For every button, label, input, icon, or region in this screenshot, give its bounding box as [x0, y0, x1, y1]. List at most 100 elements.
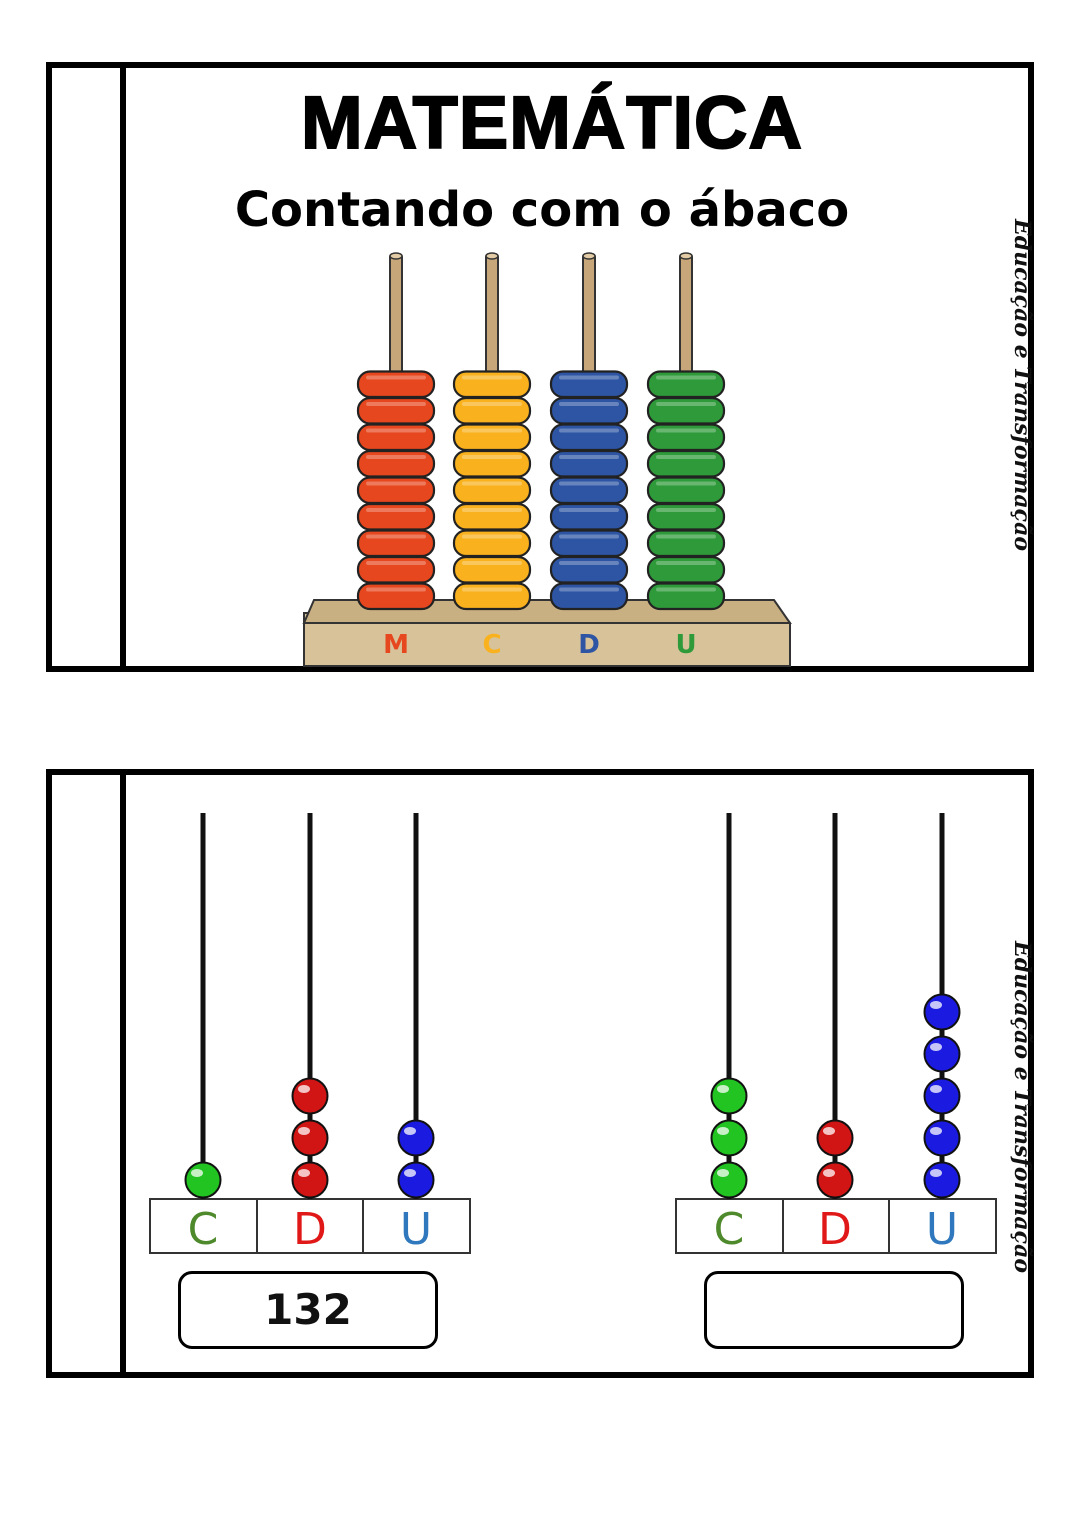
- counting-bead: [923, 1119, 961, 1157]
- counting-bead: [184, 1161, 222, 1199]
- bead-shine: [298, 1169, 310, 1177]
- bead-shine: [404, 1169, 416, 1177]
- bead-highlight: [656, 587, 716, 592]
- abacus-bead: [549, 476, 629, 505]
- cover-card: MATEMÁTICA Contando com o ábaco Educação…: [46, 62, 1035, 672]
- abacus-bead: [356, 476, 436, 505]
- abacus-bead: [646, 449, 726, 478]
- bead-highlight: [559, 508, 619, 512]
- bead-highlight: [559, 561, 619, 565]
- place-value-label: D: [293, 1204, 327, 1255]
- bead-shine: [717, 1169, 729, 1177]
- counting-bead: [923, 1035, 961, 1073]
- bead-highlight: [366, 481, 426, 486]
- bead-highlight: [366, 587, 426, 592]
- bead-shine: [823, 1169, 835, 1177]
- binding-strip: [52, 68, 126, 666]
- counting-bead: [923, 1077, 961, 1115]
- place-value-label: M: [383, 630, 409, 660]
- bead-shine: [930, 1127, 942, 1135]
- counting-bead: [291, 1161, 329, 1199]
- answer-box-1[interactable]: 132: [178, 1271, 438, 1349]
- bead-highlight: [366, 561, 426, 565]
- abacus-bead: [452, 502, 532, 531]
- place-value-label: U: [400, 1204, 432, 1255]
- page-subtitle: Contando com o ábaco: [234, 182, 850, 238]
- counting-bead: [397, 1161, 435, 1199]
- abacus-bead: [646, 476, 726, 505]
- place-value-table: [149, 1198, 471, 1254]
- bead-highlight: [656, 534, 716, 539]
- abacus-bead: [452, 423, 532, 452]
- bead-highlight: [656, 402, 716, 406]
- bead-highlight: [366, 402, 426, 406]
- bead-highlight: [559, 402, 619, 406]
- abacus-bead: [646, 396, 726, 425]
- abacus-bead: [549, 449, 629, 478]
- bead-shine: [717, 1085, 729, 1093]
- bead-highlight: [656, 508, 716, 512]
- bead-shine: [930, 1043, 942, 1051]
- counting-bead: [710, 1119, 748, 1157]
- abacus-bead: [549, 529, 629, 558]
- abacus-bead: [646, 502, 726, 531]
- abacus-bead: [452, 476, 532, 505]
- abacus-bead: [549, 396, 629, 425]
- abacus-bead: [549, 423, 629, 452]
- bead-shine: [191, 1169, 203, 1177]
- abacus-rod-tip: [389, 252, 403, 260]
- bead-shine: [930, 1001, 942, 1009]
- abacus-bead: [356, 555, 436, 584]
- bead-shine: [930, 1085, 942, 1093]
- abacus-bead: [356, 449, 436, 478]
- bead-highlight: [366, 534, 426, 539]
- abacus-bead: [646, 423, 726, 452]
- bead-highlight: [656, 561, 716, 565]
- abacus-bead: [356, 582, 436, 611]
- bead-highlight: [462, 587, 522, 592]
- bead-highlight: [559, 428, 619, 433]
- bead-highlight: [656, 481, 716, 486]
- abacus-bead: [356, 396, 436, 425]
- bead-highlight: [462, 561, 522, 565]
- abacus-rod-tip: [679, 252, 693, 260]
- place-value-label: D: [818, 1204, 852, 1255]
- bead-highlight: [462, 375, 522, 380]
- place-value-label: U: [926, 1204, 958, 1255]
- bead-shine: [298, 1127, 310, 1135]
- counting-bead: [291, 1119, 329, 1157]
- bead-highlight: [366, 428, 426, 433]
- abacus-rod-tip: [582, 252, 596, 260]
- abacus-bead: [549, 582, 629, 611]
- bead-highlight: [656, 455, 716, 459]
- bead-shine: [823, 1127, 835, 1135]
- bead-highlight: [366, 375, 426, 380]
- bead-highlight: [656, 428, 716, 433]
- answer-box-2[interactable]: [704, 1271, 964, 1349]
- page-title: MATEMÁTICA: [300, 81, 803, 164]
- counting-bead: [923, 993, 961, 1031]
- counting-bead: [816, 1119, 854, 1157]
- abacus-bead: [452, 582, 532, 611]
- bead-highlight: [559, 534, 619, 539]
- abacus-bead: [646, 555, 726, 584]
- place-value-label: C: [714, 1204, 745, 1255]
- abacus-bead: [452, 396, 532, 425]
- bead-shine: [298, 1085, 310, 1093]
- place-value-table: [675, 1198, 997, 1254]
- counting-bead: [710, 1161, 748, 1199]
- abacus-bead: [452, 555, 532, 584]
- abacus-bead: [452, 370, 532, 399]
- counting-bead: [816, 1161, 854, 1199]
- bead-highlight: [559, 455, 619, 459]
- bead-highlight: [366, 455, 426, 459]
- counting-bead: [923, 1161, 961, 1199]
- bead-highlight: [462, 428, 522, 433]
- bead-highlight: [462, 508, 522, 512]
- place-value-label: C: [188, 1204, 219, 1255]
- abacus-bead: [549, 555, 629, 584]
- abacus-bead: [549, 502, 629, 531]
- bead-highlight: [366, 508, 426, 512]
